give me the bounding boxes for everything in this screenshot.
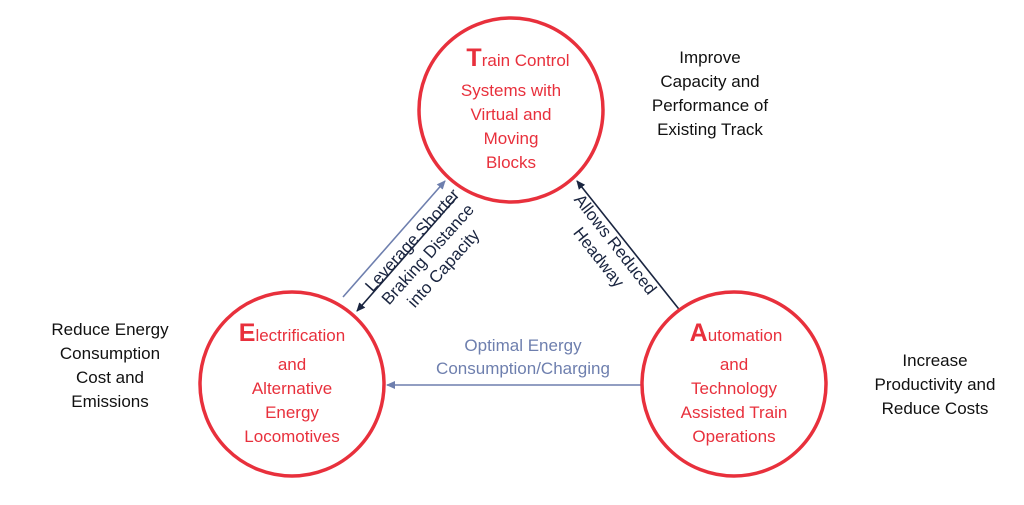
node-initial-t: T [466, 44, 481, 72]
note-right: Increase Productivity and Reduce Costs [875, 351, 996, 418]
note-right-line: Increase [902, 351, 967, 370]
arrow-train-control-to-electrification [356, 196, 458, 312]
node-automation-line: utomation [708, 326, 783, 345]
node-automation-line: Assisted Train [681, 403, 788, 422]
note-top-right: Improve Capacity and Performance of Exis… [652, 48, 768, 139]
node-electrification-line: lectrification [255, 326, 345, 345]
node-train-control-line: Blocks [486, 153, 536, 172]
note-top-right-line: Existing Track [657, 120, 763, 139]
node-train-control-line: Systems with [461, 81, 561, 100]
note-left-line: Reduce Energy [51, 320, 169, 339]
node-automation-line: Operations [692, 427, 775, 446]
node-electrification-line: Energy [265, 403, 319, 422]
edge-label-headway: Allows Reduced Headway [569, 191, 660, 299]
note-left-line: Consumption [60, 344, 160, 363]
node-automation-line: Technology [691, 379, 778, 398]
arrow-electrification-to-train-control [342, 180, 446, 298]
node-initial-e: E [239, 319, 256, 347]
note-left-line: Emissions [71, 392, 148, 411]
note-top-right-line: Capacity and [660, 72, 759, 91]
note-top-right-line: Improve [679, 48, 740, 67]
node-electrification: Electrification and Alternative Energy L… [198, 290, 386, 478]
node-automation: Automation and Technology Assisted Train… [640, 290, 828, 478]
arrow-automation-to-train-control [576, 180, 683, 314]
node-train-control-line: Virtual and [471, 105, 552, 124]
node-train-control-line: rain Control [482, 51, 570, 70]
edge-label-energy: Optimal Energy Consumption/Charging [436, 336, 610, 378]
note-left-line: Cost and [76, 368, 144, 387]
node-train-control: Train Control Systems with Virtual and M… [417, 16, 605, 204]
node-electrification-line: Alternative [252, 379, 332, 398]
svg-text:Train Control: Train Control [466, 44, 569, 72]
svg-text:Electrification: Electrification [239, 319, 345, 347]
note-top-right-line: Performance of [652, 96, 768, 115]
node-electrification-line: and [278, 355, 306, 374]
note-right-line: Productivity and [875, 375, 996, 394]
note-right-line: Reduce Costs [882, 399, 989, 418]
svg-text:Automation: Automation [690, 319, 783, 347]
node-initial-a: A [690, 319, 708, 347]
node-train-control-line: Moving [484, 129, 539, 148]
note-left: Reduce Energy Consumption Cost and Emiss… [51, 320, 169, 411]
node-automation-line: and [720, 355, 748, 374]
edge-label-energy-line: Optimal Energy [464, 336, 582, 355]
node-electrification-line: Locomotives [244, 427, 339, 446]
edge-label-energy-line: Consumption/Charging [436, 359, 610, 378]
